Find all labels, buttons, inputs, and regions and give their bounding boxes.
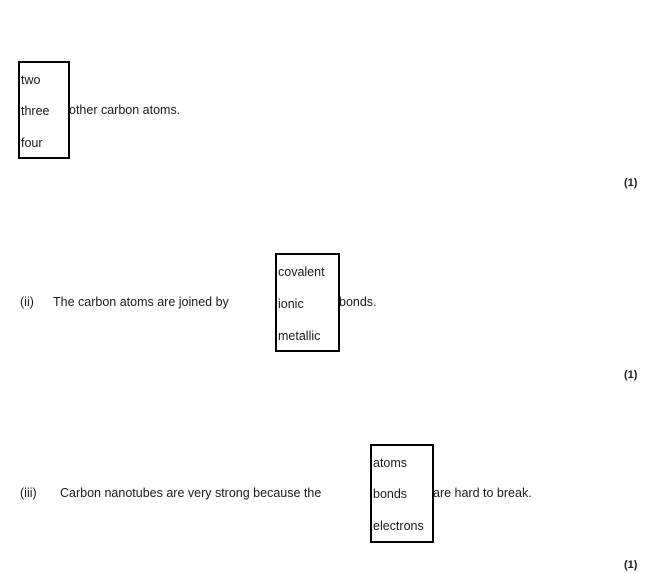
q1-marks: (1) <box>624 177 638 189</box>
q2-after-text: bonds. <box>339 295 377 309</box>
q2-marks: (1) <box>624 369 638 381</box>
q3-option-atoms[interactable]: atoms <box>373 456 408 470</box>
q3-option-electrons[interactable]: electrons <box>373 519 424 533</box>
q3-number: (iii) <box>20 486 37 500</box>
q3-option-box[interactable]: atoms bonds electrons <box>370 444 434 543</box>
q2-option-covalent[interactable]: covalent <box>278 265 325 279</box>
q1-option-three[interactable]: three <box>21 104 50 118</box>
q1-option-four[interactable]: four <box>21 136 43 150</box>
q3-marks: (1) <box>624 559 638 571</box>
q2-option-ionic[interactable]: ionic <box>278 297 304 311</box>
q1-option-two[interactable]: two <box>21 73 41 87</box>
q1-option-box[interactable]: two three four <box>18 61 70 159</box>
q3-after-text: are hard to break. <box>433 486 532 500</box>
q3-before-text: Carbon nanotubes are very strong because… <box>60 486 322 500</box>
q1-after-text: other carbon atoms. <box>69 103 181 117</box>
q2-number: (ii) <box>20 295 34 309</box>
q3-option-bonds[interactable]: bonds <box>373 487 408 501</box>
q2-option-box[interactable]: covalent ionic metallic <box>275 253 340 352</box>
q2-before-text: The carbon atoms are joined by <box>53 295 229 309</box>
q2-option-metallic[interactable]: metallic <box>278 329 321 343</box>
